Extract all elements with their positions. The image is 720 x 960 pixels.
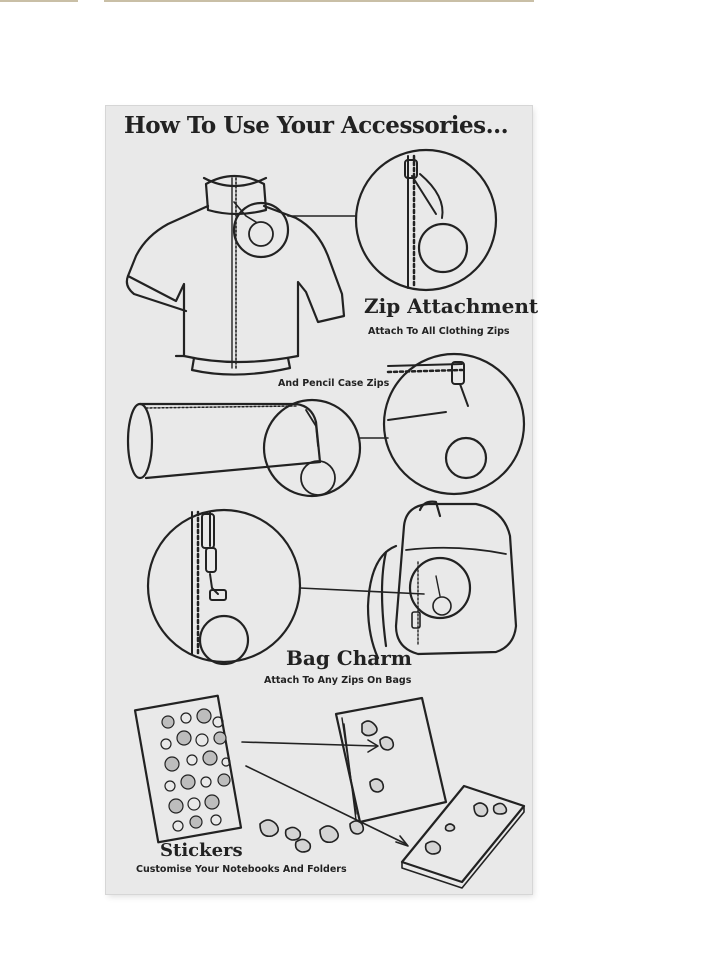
page-title: How To Use Your Accessories... [124,112,509,139]
illustrations [125,148,526,889]
zip-attachment-heading: Zip Attachment [364,294,539,318]
backpack-illustration [366,500,518,660]
bag-charm-subtitle: Attach To Any Zips On Bags [264,675,412,686]
pencil-case-illustration [126,398,389,498]
pencil-zip-zoom-circle [382,352,526,496]
sticker-sheet-illustration [133,694,409,847]
zip-zoom-circle [354,148,498,292]
zip-attachment-subtitle: Attach To All Clothing Zips [368,326,510,337]
top-edge-line-left [0,0,78,2]
stickers-subtitle: Customise Your Notebooks And Folders [136,864,347,875]
bag-charm-heading: Bag Charm [286,646,412,670]
folder-illustration [400,784,526,889]
jacket-zoom-circle [232,201,290,259]
bag-zoom-circle [146,508,425,666]
instruction-card: How To Use Your Accessories... Zip Attac… [106,106,538,894]
stickers-heading: Stickers [160,840,243,861]
jacket-illustration [125,174,357,376]
notebook-illustration [334,696,448,824]
loose-stickers [259,819,365,853]
top-edge-line-right [104,0,534,2]
pencil-case-label: And Pencil Case Zips [278,378,390,389]
pencil-zoom-circle [262,398,362,498]
